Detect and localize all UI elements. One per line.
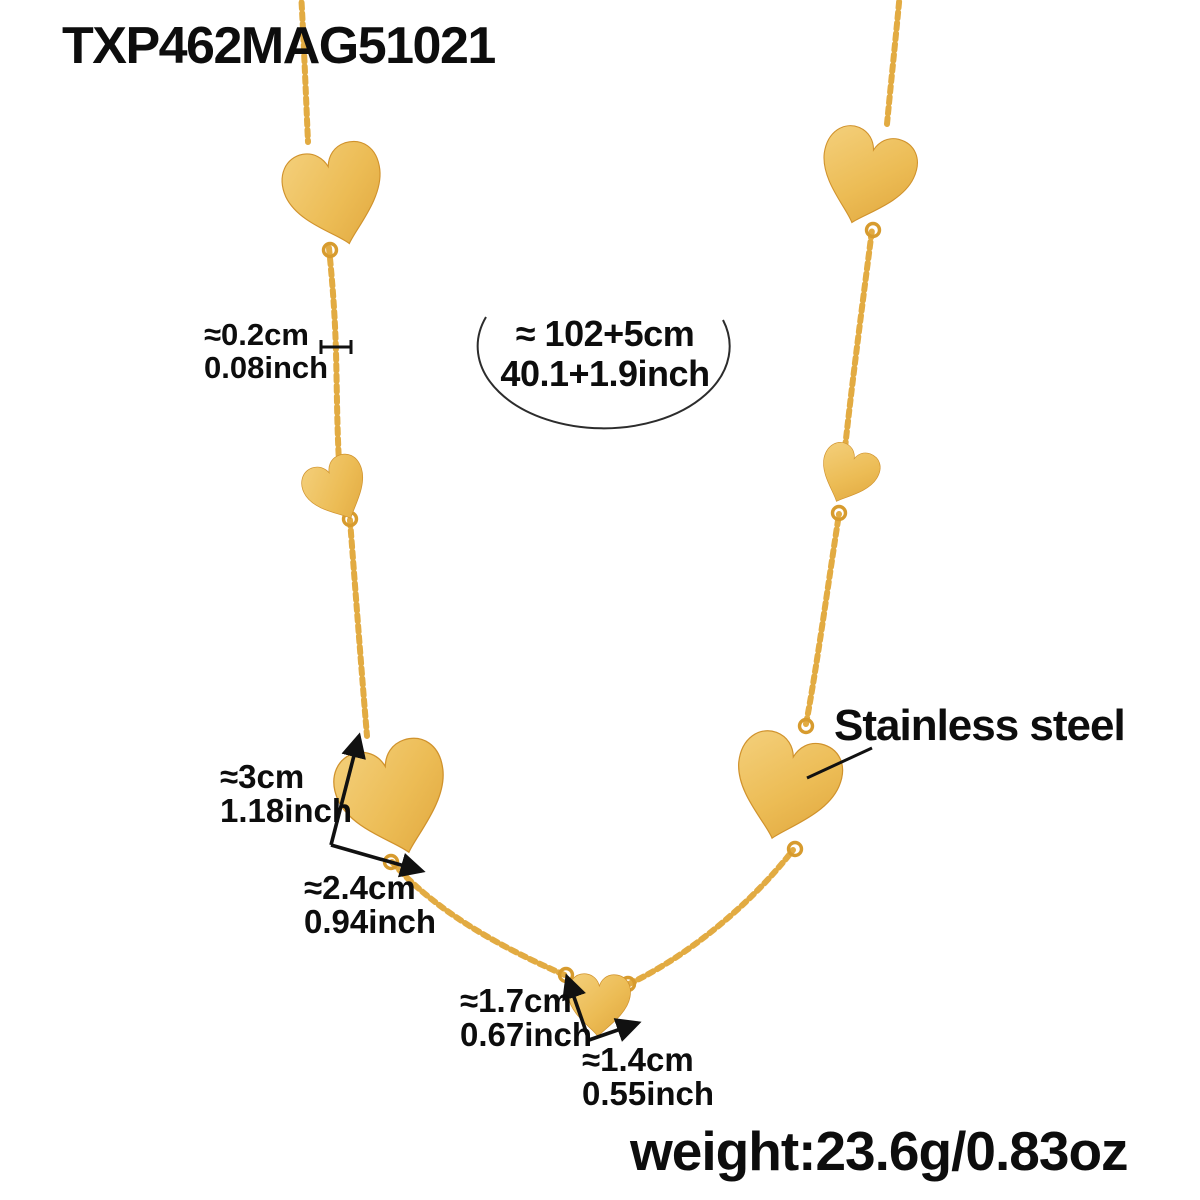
- small-heart-height-cm: ≈1.7cm: [460, 982, 572, 1019]
- chain-segment-right-lower: [803, 511, 842, 727]
- jump-ring: [864, 221, 882, 239]
- jump-ring: [321, 241, 339, 259]
- jump-ring: [797, 717, 815, 735]
- material-label: Stainless steel: [834, 701, 1126, 750]
- chain-width-tick: [319, 340, 353, 354]
- chain-segment-bottom-right: [626, 847, 796, 987]
- product-sku: TXP462MAG51021: [62, 17, 496, 75]
- large-heart-width-arrow: [330, 843, 426, 878]
- small-heart-height-inch: 0.67inch: [460, 1015, 593, 1053]
- material-pointer-line: [806, 746, 873, 780]
- small-heart-height-label: ≈1.7cm 0.67inch: [460, 984, 592, 1051]
- heart-charm-mid-right-small: [809, 436, 886, 513]
- chain-width-cm: ≈0.2cm: [204, 317, 309, 352]
- large-heart-height-arrow: [329, 732, 366, 846]
- small-heart-width-arrow: [588, 1018, 642, 1042]
- chain-segment-right-upper: [842, 227, 875, 451]
- large-heart-width-inch: 0.94inch: [304, 902, 437, 940]
- chain-segment-left-upper: [326, 245, 342, 465]
- length-inch: 40.1+1.9inch: [500, 352, 710, 394]
- large-heart-width-cm: ≈2.4cm: [304, 869, 416, 906]
- large-heart-height-label: ≈3cm 1.18inch: [220, 760, 352, 827]
- jump-ring: [830, 504, 848, 522]
- length-label: ≈ 102+5cm 40.1+1.9inch: [455, 314, 755, 393]
- chain-width-label: ≈0.2cm 0.08inch: [204, 317, 329, 385]
- heart-charm-top-right: [805, 117, 925, 238]
- small-heart-width-inch: 0.55inch: [582, 1074, 715, 1112]
- heart-charm-top-left: [275, 135, 397, 257]
- jump-ring: [786, 840, 804, 858]
- chain-width-inch: 0.08inch: [204, 349, 329, 385]
- small-heart-width-cm: ≈1.4cm: [582, 1041, 694, 1078]
- large-heart-width-label: ≈2.4cm 0.94inch: [304, 871, 436, 938]
- length-cm: ≈ 102+5cm: [515, 313, 695, 354]
- annotation-graphics: [319, 316, 873, 1042]
- chain-segment-top-right: [884, 0, 903, 127]
- small-heart-width-label: ≈1.4cm 0.55inch: [582, 1043, 714, 1110]
- weight-label: weight:23.6g/0.83oz: [630, 1120, 1129, 1182]
- chain-segment-top-left: [298, 0, 311, 145]
- chain-segment-bottom-left: [389, 859, 570, 979]
- chain-segment-left-lower: [347, 517, 370, 739]
- necklace-chain: [298, 0, 903, 987]
- heart-charm-lower-right: [719, 722, 850, 853]
- length-oval: [476, 316, 731, 430]
- large-heart-height-inch: 1.18inch: [220, 791, 353, 829]
- large-heart-height-cm: ≈3cm: [220, 758, 305, 795]
- small-heart-height-arrow: [562, 973, 591, 1041]
- heart-charm-mid-left-small: [295, 448, 379, 532]
